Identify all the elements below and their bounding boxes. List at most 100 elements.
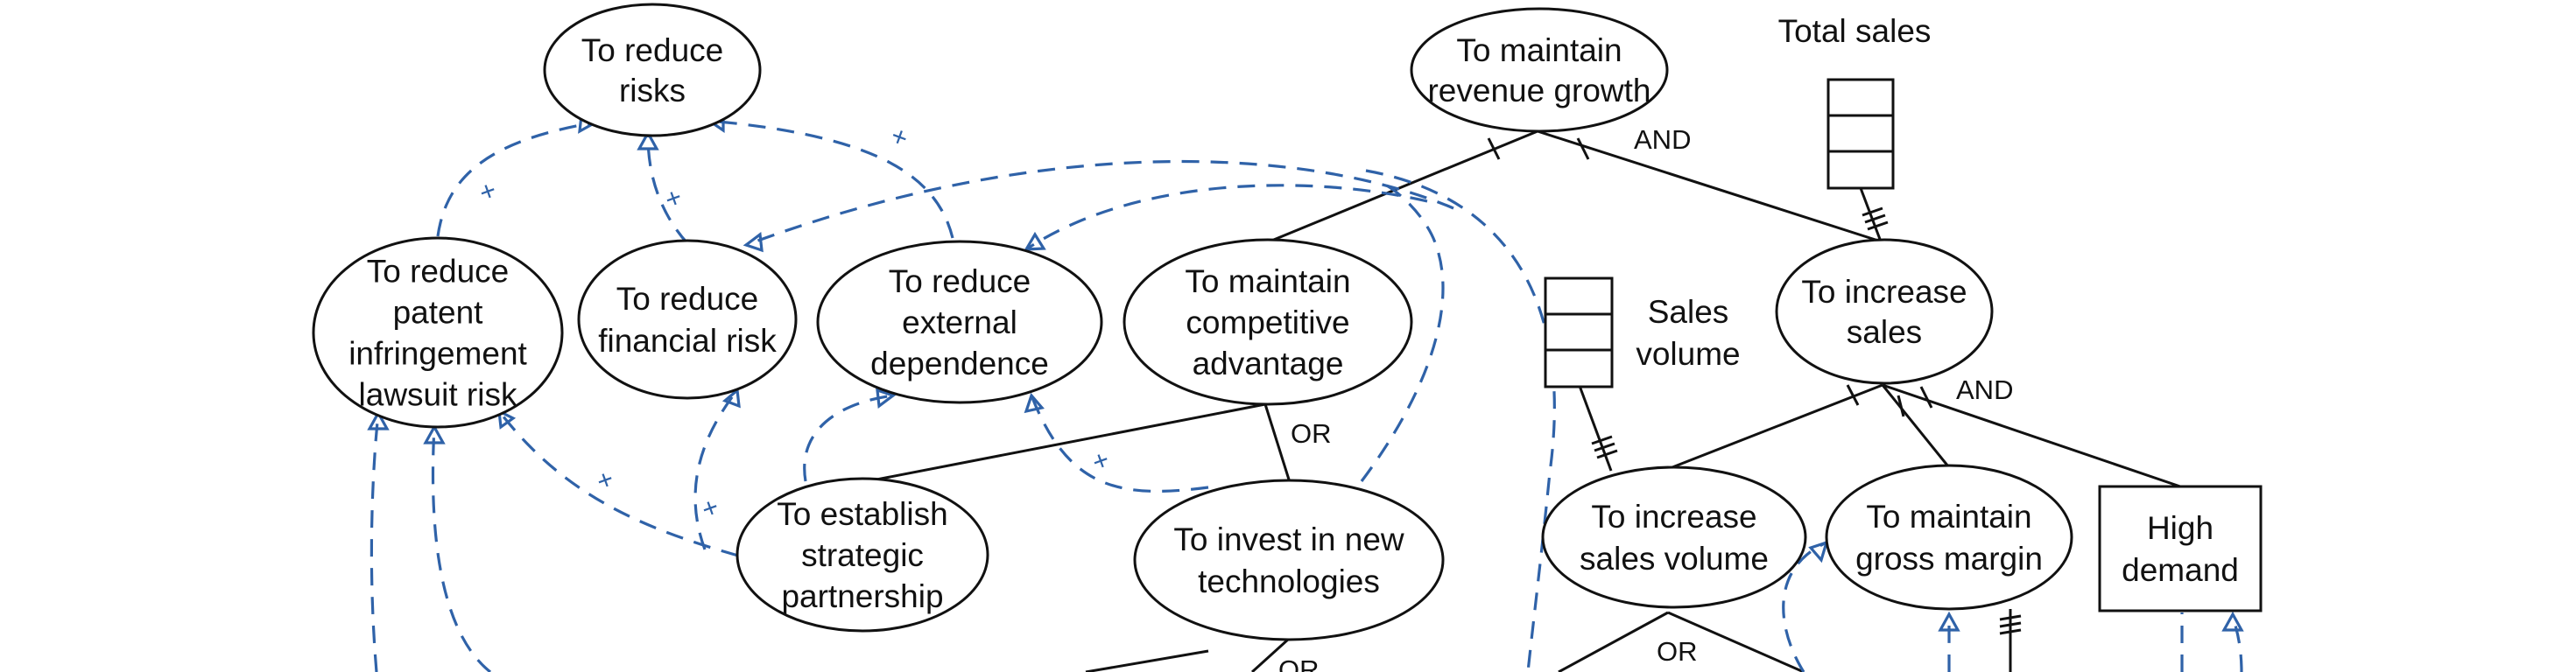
goal-invest-new-technologies[interactable]: To invest in new technologies <box>1133 479 1445 641</box>
measure-tick-mark <box>1867 220 1889 231</box>
arrowhead <box>876 388 897 409</box>
goal-invest-new-technologies-label: To invest in new technologies <box>1173 522 1404 599</box>
decomposition-labels: AND AND OR OR OR <box>1278 124 2013 672</box>
contribution-bottom-to-demand-2 <box>2231 616 2243 672</box>
label-line: To increase <box>1801 274 1967 310</box>
contribution-partnership-to-external <box>803 394 894 482</box>
and-label: AND <box>1956 374 2013 405</box>
label-line: advantage <box>1193 346 1344 382</box>
arrowhead <box>2221 611 2244 632</box>
contribution-plus: + <box>475 174 501 208</box>
contribution-plus: + <box>1088 444 1114 478</box>
measure-tick-mark <box>1862 206 1883 217</box>
label-line: Sales <box>1648 294 1729 330</box>
arrowhead <box>367 410 390 430</box>
measure-tick-mark <box>1594 442 1615 452</box>
label-line: patent <box>393 295 484 331</box>
contribution-long-to-financial <box>745 159 1454 247</box>
link-volume-to-below-right <box>1667 611 1805 672</box>
arrowhead <box>637 130 659 150</box>
label-line: financial risk <box>598 323 777 359</box>
arrowhead <box>423 424 446 444</box>
indicator-total-sales[interactable]: Total sales <box>1778 13 1932 190</box>
label-line: To invest in new <box>1173 522 1404 557</box>
link-sales-volume-to-increase-volume <box>1578 385 1613 472</box>
arrowhead <box>1938 611 1960 632</box>
label-line: gross margin <box>1855 541 2043 577</box>
goal-increase-sales-volume[interactable]: To increase sales volume <box>1541 466 1807 609</box>
contribution-partnership-to-patent <box>497 410 739 557</box>
or-label: OR <box>1278 654 1320 672</box>
contribution-far-right-loop <box>1365 169 1556 672</box>
label-line: To maintain <box>1185 263 1350 299</box>
label-line: To increase <box>1591 499 1756 535</box>
contribution-links <box>367 112 2244 672</box>
label-line: volume <box>1636 336 1740 372</box>
label-line: To reduce <box>367 254 510 290</box>
label-line: sales <box>1847 314 1922 350</box>
indicator-sales-volume[interactable]: Sales volume <box>1544 276 1741 388</box>
label-line: To reduce <box>581 32 724 68</box>
contribution-partnership-to-financial <box>693 389 739 550</box>
link-revenue-to-competitive <box>1264 130 1538 245</box>
link-increase-sales-to-volume <box>1672 383 1883 469</box>
arrowhead <box>721 387 741 409</box>
label-line: external <box>902 304 1017 340</box>
label-line: High <box>2147 510 2214 546</box>
arrowhead <box>1808 540 1829 564</box>
decomposition-links <box>840 130 2181 672</box>
situation-high-demand[interactable]: High demand <box>2098 485 2263 612</box>
contribution-plus: + <box>698 491 723 525</box>
link-total-sales-to-increase-sales <box>1859 187 1883 242</box>
measure-tick-mark <box>1999 621 2022 628</box>
label-line: partnership <box>781 578 943 614</box>
indicator-total-sales-label: Total sales <box>1778 13 1932 49</box>
contribution-long-to-external <box>1025 184 1428 251</box>
contribution-bottom-to-margin <box>1782 541 1827 672</box>
goal-increase-sales[interactable]: To increase sales <box>1775 238 1994 385</box>
link-increase-sales-to-margin <box>1881 384 1950 467</box>
link-revenue-to-increase-sales <box>1537 130 1879 242</box>
label-line: dependence <box>870 346 1049 382</box>
label-line: To maintain <box>1456 32 1622 68</box>
or-label: OR <box>1657 636 1698 667</box>
measure-tick-mark <box>1591 435 1613 445</box>
label-line: technologies <box>1198 564 1380 599</box>
and-tick-mark <box>1897 395 1905 417</box>
and-tick-mark <box>1846 384 1860 406</box>
link-competitive-to-partnership <box>840 402 1266 488</box>
and-label: AND <box>1634 124 1691 155</box>
link-invest-to-below <box>1250 637 1291 672</box>
link-volume-to-below-left <box>1558 611 1669 672</box>
arrowhead <box>497 409 517 430</box>
link-increase-sales-to-demand <box>1882 383 2181 488</box>
link-invest-to-below-left <box>1085 649 1209 672</box>
contribution-invest-to-upper-right <box>1360 182 1445 482</box>
measure-tick-mark <box>1596 449 1618 459</box>
label-line: sales volume <box>1580 541 1769 577</box>
and-tick-mark <box>1576 137 1590 160</box>
contribution-plus: + <box>887 120 912 154</box>
contribution-bottom-to-patent-1 <box>370 412 380 672</box>
label-line: demand <box>2122 552 2239 588</box>
measure-tick-mark <box>1999 628 2022 635</box>
and-tick-mark <box>1919 386 1933 409</box>
measure-tick-mark <box>1864 214 1886 224</box>
